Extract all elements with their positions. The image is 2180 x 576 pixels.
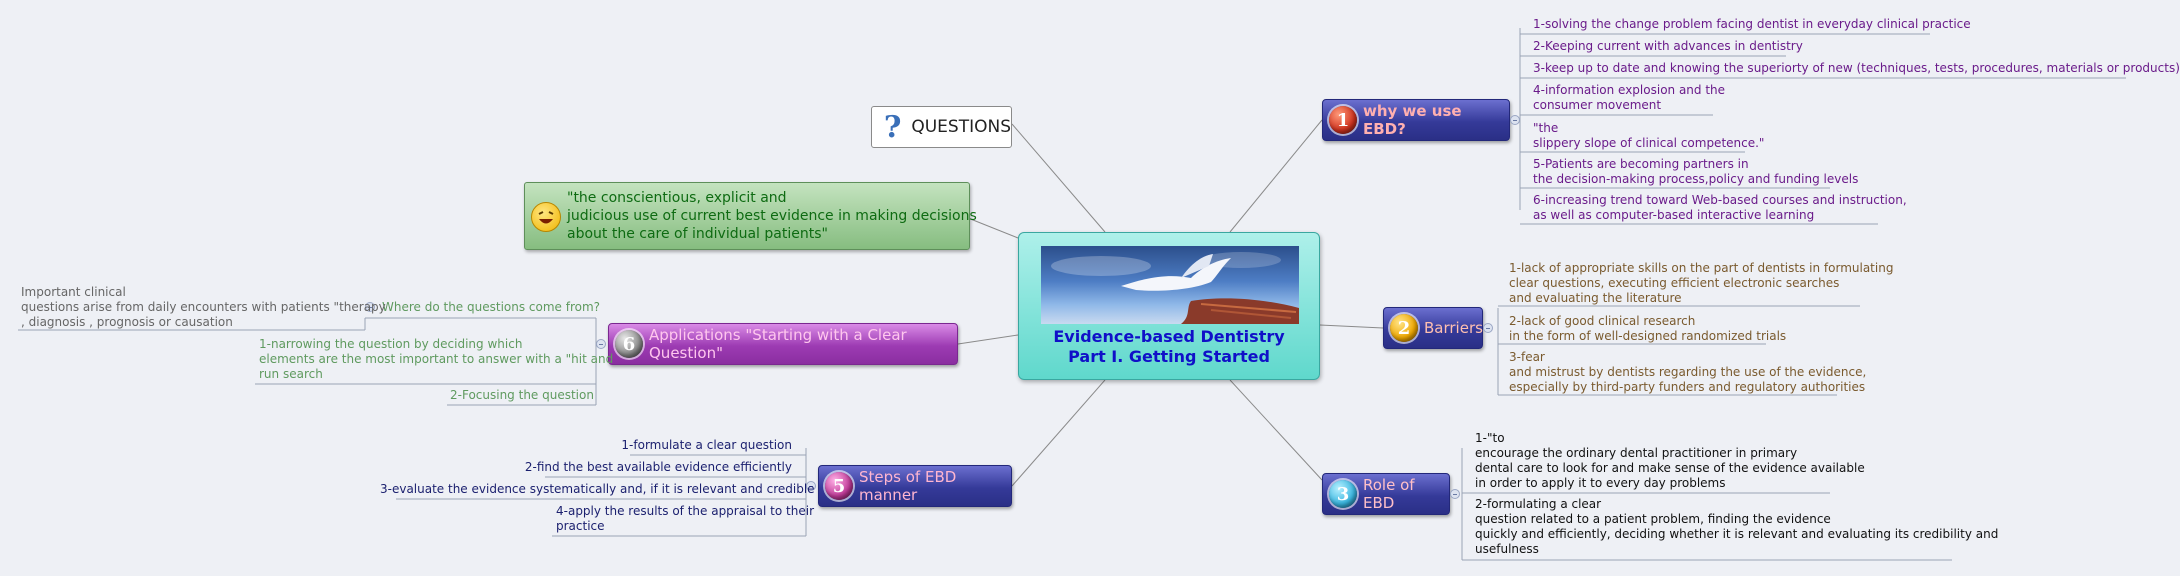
role-topic[interactable]: 3 Role of EBD (1322, 473, 1450, 515)
barriers-topic[interactable]: 2 Barriers (1383, 307, 1483, 349)
central-title-line2: Part I. Getting Started (1068, 347, 1270, 366)
applications-item-1: Where do the questions come from? (382, 300, 601, 314)
steps-item-2: 2-find the best available evidence effic… (524, 460, 792, 474)
applications-topic[interactable]: 6 Applications "Starting with a Clear Qu… (608, 323, 958, 365)
number-badge-1-icon: 1 (1329, 106, 1357, 134)
steps-topic[interactable]: 5 Steps of EBD manner (818, 465, 1012, 507)
laughing-face-icon (531, 202, 561, 232)
why-topic[interactable]: 1 why we use EBD? (1322, 99, 1510, 141)
steps-item-1: 1-formulate a clear question (621, 438, 792, 452)
role-label: Role of EBD (1363, 476, 1415, 512)
number-badge-6-icon: 6 (615, 330, 643, 358)
central-image (1041, 246, 1299, 324)
steps-item-4: 4-apply the results of the appraisal to … (556, 504, 814, 533)
applications-item-3: 2-Focusing the question (450, 388, 594, 402)
why-item-quote: "the slippery slope of clinical competen… (1533, 121, 1765, 150)
barriers-label: Barriers (1424, 319, 1483, 337)
barriers-collapse-toggle[interactable] (1483, 323, 1493, 333)
central-title-line1: Evidence-based Dentistry (1053, 327, 1285, 346)
why-label: why we use EBD? (1363, 102, 1462, 138)
barriers-item-1: 1-lack of appropriate skills on the part… (1509, 261, 1894, 305)
role-collapse-toggle[interactable] (1450, 489, 1460, 499)
laughing-face-features (538, 211, 554, 224)
steps-label: Steps of EBD manner (859, 468, 957, 504)
applications-label: Applications "Starting with a Clear Ques… (649, 326, 907, 362)
number-badge-2-icon: 2 (1390, 314, 1418, 342)
definition-topic[interactable]: "the conscientious, explicit and judicio… (524, 182, 977, 250)
steps-collapse-toggle[interactable] (806, 481, 816, 491)
role-item-1: 1-"to encourage the ordinary dental prac… (1475, 431, 1865, 490)
why-item-4: 4-information explosion and the consumer… (1533, 83, 1726, 112)
question-mark-icon: ? (883, 109, 902, 145)
number-badge-3-icon: 3 (1329, 480, 1357, 508)
why-collapse-toggle[interactable] (1510, 115, 1520, 125)
role-item-2: 2-formulating a clear question related t… (1475, 497, 1999, 556)
why-item-5: 5-Patients are becoming partners in the … (1533, 157, 1859, 186)
why-item-6: 6-increasing trend toward Web-based cour… (1533, 193, 1907, 222)
dove-and-sky-illustration (1051, 252, 1299, 324)
applications-subitem: Important clinical questions arise from … (21, 285, 386, 329)
why-item-2: 2-Keeping current with advances in denti… (1533, 39, 1803, 53)
definition-line3: about the care of individual patients" (567, 226, 828, 242)
applications-subitem-collapse-toggle[interactable] (365, 302, 375, 312)
questions-label: QUESTIONS (911, 117, 1011, 137)
barriers-item-3: 3-fear and mistrust by dentists regardin… (1509, 350, 1867, 394)
central-topic[interactable]: Evidence-based Dentistry Part I. Getting… (1018, 232, 1320, 380)
why-item-1: 1-solving the change problem facing dent… (1533, 17, 1971, 31)
applications-collapse-toggle[interactable] (596, 339, 606, 349)
steps-item-3: 3-evaluate the evidence systematically a… (380, 482, 815, 496)
definition-line1: "the conscientious, explicit and (567, 190, 787, 206)
barriers-item-2: 2-lack of good clinical research in the … (1509, 314, 1787, 343)
questions-topic[interactable]: ? QUESTIONS (871, 106, 1012, 148)
definition-line2: judicious use of current best evidence i… (567, 208, 977, 224)
applications-item-2: 1-narrowing the question by deciding whi… (259, 337, 614, 381)
why-item-3: 3-keep up to date and knowing the superi… (1533, 61, 2180, 75)
number-badge-5-icon: 5 (825, 472, 853, 500)
